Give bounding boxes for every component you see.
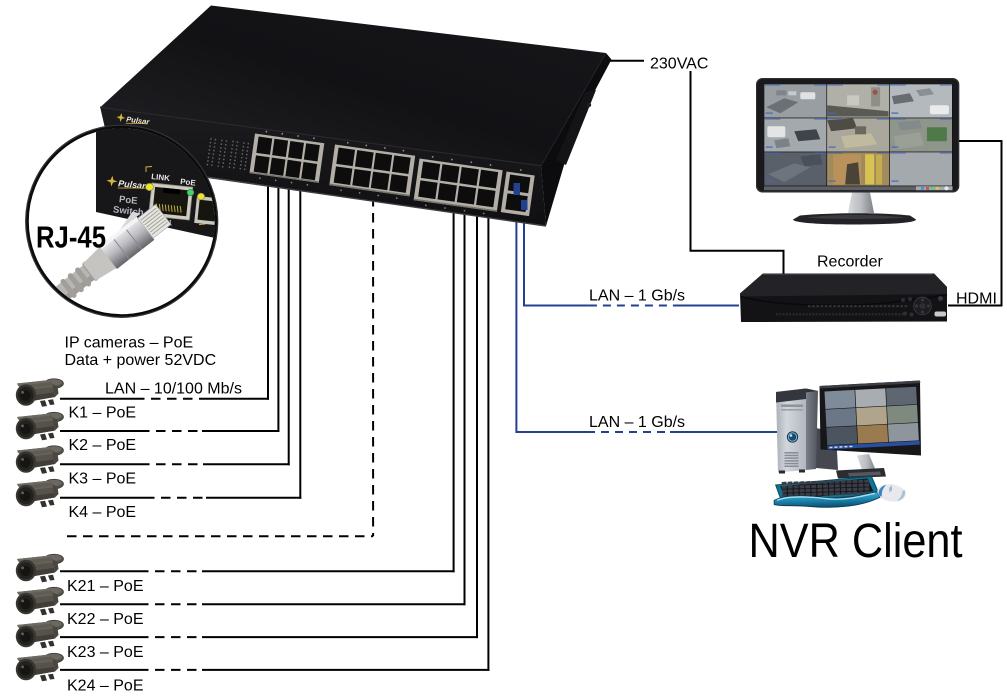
svg-text:K21 – PoE: K21 – PoE xyxy=(67,578,144,595)
svg-text:K22 – PoE: K22 – PoE xyxy=(67,611,144,628)
svg-text:RJ-45: RJ-45 xyxy=(36,220,106,255)
svg-text:K1 – PoE: K1 – PoE xyxy=(69,405,137,422)
svg-text:Pulsar: Pulsar xyxy=(126,115,151,127)
svg-text:LAN – 1 Gb/s: LAN – 1 Gb/s xyxy=(589,414,685,431)
svg-text:IP cameras – PoE: IP cameras – PoE xyxy=(65,335,194,352)
svg-text:230VAC: 230VAC xyxy=(650,56,708,73)
svg-text:PoE: PoE xyxy=(118,194,138,207)
svg-text:Data + power 52VDC: Data + power 52VDC xyxy=(65,352,217,369)
svg-text:HDMI: HDMI xyxy=(956,291,997,308)
svg-text:LAN – 10/100 Mb/s: LAN – 10/100 Mb/s xyxy=(105,381,242,398)
svg-text:PoE: PoE xyxy=(180,177,197,188)
svg-text:LINK: LINK xyxy=(151,172,171,183)
svg-text:K3 – PoE: K3 – PoE xyxy=(69,470,137,487)
svg-text:K2 – PoE: K2 – PoE xyxy=(69,437,137,454)
svg-text:1: 1 xyxy=(168,218,173,227)
svg-text:NVR Client: NVR Client xyxy=(749,515,963,568)
svg-text:K23 – PoE: K23 – PoE xyxy=(67,644,144,661)
svg-text:LAN – 1 Gb/s: LAN – 1 Gb/s xyxy=(589,288,685,305)
svg-text:Recorder: Recorder xyxy=(817,254,883,271)
svg-text:K4 – PoE: K4 – PoE xyxy=(69,504,137,521)
svg-text:K24 – PoE: K24 – PoE xyxy=(67,678,144,695)
